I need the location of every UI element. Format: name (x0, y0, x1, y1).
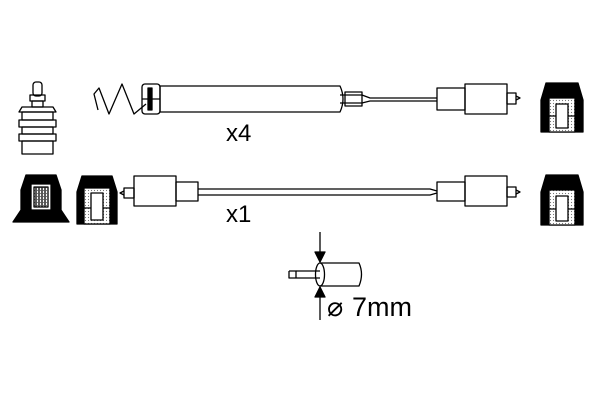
short-ignition-lead (119, 175, 521, 207)
spark-plug-icon (18, 81, 57, 155)
cable-diameter-detail (288, 232, 363, 320)
quantity-label-long-lead: x4 (226, 120, 251, 147)
quantity-label-short-lead: x1 (226, 201, 251, 228)
distributor-cap-bottom-icon (540, 174, 584, 226)
diameter-symbol: ⌀ (327, 292, 343, 322)
spring-terminal-icon (93, 83, 147, 115)
diameter-value-label: 7mm (352, 292, 412, 322)
coil-boot-icon (12, 174, 70, 223)
connector-cap-left-icon (76, 175, 118, 225)
long-ignition-lead (93, 83, 521, 115)
distributor-cap-top-icon (540, 82, 584, 133)
